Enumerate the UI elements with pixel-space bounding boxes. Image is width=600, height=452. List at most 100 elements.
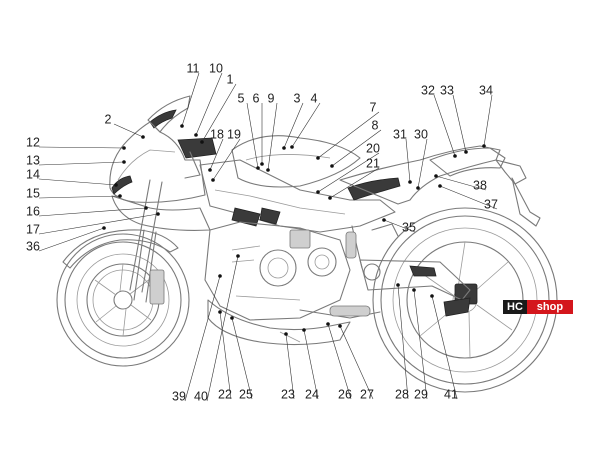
callout-label-37: 37 [484, 197, 498, 211]
callout-dot-2 [141, 135, 145, 139]
engine [204, 221, 351, 321]
callout-label-33: 33 [440, 83, 454, 97]
callout-leader-20 [317, 152, 380, 193]
callout-dot-15 [118, 194, 122, 198]
callout-label-6: 6 [253, 91, 260, 105]
callout-dot-16 [144, 206, 148, 210]
callout-leader-7 [317, 111, 380, 159]
callout-leader-25 [231, 317, 253, 400]
callout-dot-33 [464, 150, 468, 154]
callout-label-39: 39 [172, 389, 186, 403]
callout-label-24: 24 [305, 387, 319, 401]
callout-leader-10 [195, 72, 223, 136]
callout-leader-32 [433, 94, 456, 157]
front-fork [129, 179, 165, 305]
callout-dot-23 [284, 332, 288, 336]
callout-leader-3 [283, 102, 304, 149]
callout-label-35: 35 [402, 220, 416, 234]
callout-dot-1 [200, 140, 204, 144]
seat-and-tail [339, 145, 541, 227]
callout-leader-21 [329, 167, 380, 199]
callout-leader-8 [331, 129, 382, 167]
callout-label-15: 15 [26, 186, 40, 200]
callout-label-19: 19 [227, 127, 241, 141]
callout-leader-35 [383, 219, 416, 233]
callout-dot-25 [230, 316, 234, 320]
callout-dot-9 [266, 168, 270, 172]
callout-dot-17 [156, 212, 160, 216]
callout-label-10: 10 [209, 61, 223, 75]
callout-label-9: 9 [268, 91, 275, 105]
callout-leader-19 [212, 138, 241, 181]
callout-dot-38 [434, 174, 438, 178]
front-fairing [109, 121, 211, 231]
callout-dot-22 [218, 310, 222, 314]
callout-label-7: 7 [370, 100, 377, 114]
callout-leader-18 [209, 138, 224, 171]
leader-lines [38, 72, 498, 402]
callout-label-29: 29 [414, 387, 428, 401]
callout-label-14: 14 [26, 167, 40, 181]
callout-label-21: 21 [366, 156, 380, 170]
callout-leader-5 [246, 102, 259, 169]
hcshop-watermark: HC shop [503, 300, 573, 314]
callout-leader-12 [38, 146, 125, 149]
callout-label-4: 4 [311, 91, 318, 105]
chain-guard [443, 297, 471, 317]
front-wheel [56, 233, 190, 367]
callout-dot-30 [416, 186, 420, 190]
callout-label-27: 27 [360, 387, 374, 401]
callout-dot-26 [326, 322, 330, 326]
callout-label-31: 31 [393, 127, 407, 141]
callout-label-3: 3 [294, 91, 301, 105]
callout-leader-23 [285, 333, 295, 400]
callout-label-11: 11 [187, 61, 200, 75]
callout-leader-27 [339, 325, 374, 400]
callout-leader-33 [452, 94, 467, 153]
callout-leader-39 [184, 275, 221, 402]
callout-dot-19 [211, 178, 215, 182]
callout-label-30: 30 [414, 127, 428, 141]
callout-dot-34 [482, 144, 486, 148]
callout-label-32: 32 [421, 83, 435, 97]
callout-label-41: 41 [444, 387, 458, 401]
callout-dot-7 [316, 156, 320, 160]
callout-dot-12 [122, 146, 126, 150]
callout-dot-5 [256, 166, 260, 170]
callout-dot-10 [194, 133, 198, 137]
callout-label-12: 12 [26, 135, 40, 149]
callout-leader-13 [38, 161, 125, 166]
callout-dot-29 [412, 288, 416, 292]
callout-dot-41 [430, 294, 434, 298]
callout-dot-31 [408, 180, 412, 184]
swingarm [359, 259, 471, 301]
callout-label-22: 22 [218, 387, 232, 401]
callout-leader-11 [181, 72, 200, 127]
front-fender [62, 229, 179, 269]
callout-leader-30 [417, 138, 428, 189]
callout-leader-4 [291, 102, 321, 148]
watermark-part-a: HC [503, 300, 527, 314]
callout-label-40: 40 [194, 389, 208, 403]
callout-dot-14 [114, 183, 118, 187]
callout-dot-37 [438, 184, 442, 188]
callout-dot-8 [330, 164, 334, 168]
callout-leader-41 [431, 295, 458, 400]
callout-label-26: 26 [338, 387, 352, 401]
callout-dot-13 [122, 160, 126, 164]
callout-leader-9 [267, 102, 278, 171]
callout-label-13: 13 [26, 153, 40, 167]
callout-label-18: 18 [210, 127, 224, 141]
callout-leader-16 [38, 207, 147, 217]
callout-leader-31 [405, 138, 411, 183]
callout-dot-27 [338, 324, 342, 328]
callout-dot-11 [180, 124, 184, 128]
rear-shock-and-linkage [345, 223, 399, 269]
callout-label-25: 25 [239, 387, 253, 401]
callout-label-20: 20 [366, 141, 380, 155]
callout-label-8: 8 [372, 118, 379, 132]
callout-dot-32 [453, 154, 457, 158]
callout-dot-3 [282, 146, 286, 150]
callout-dot-18 [208, 168, 212, 172]
callout-label-2: 2 [105, 112, 112, 126]
